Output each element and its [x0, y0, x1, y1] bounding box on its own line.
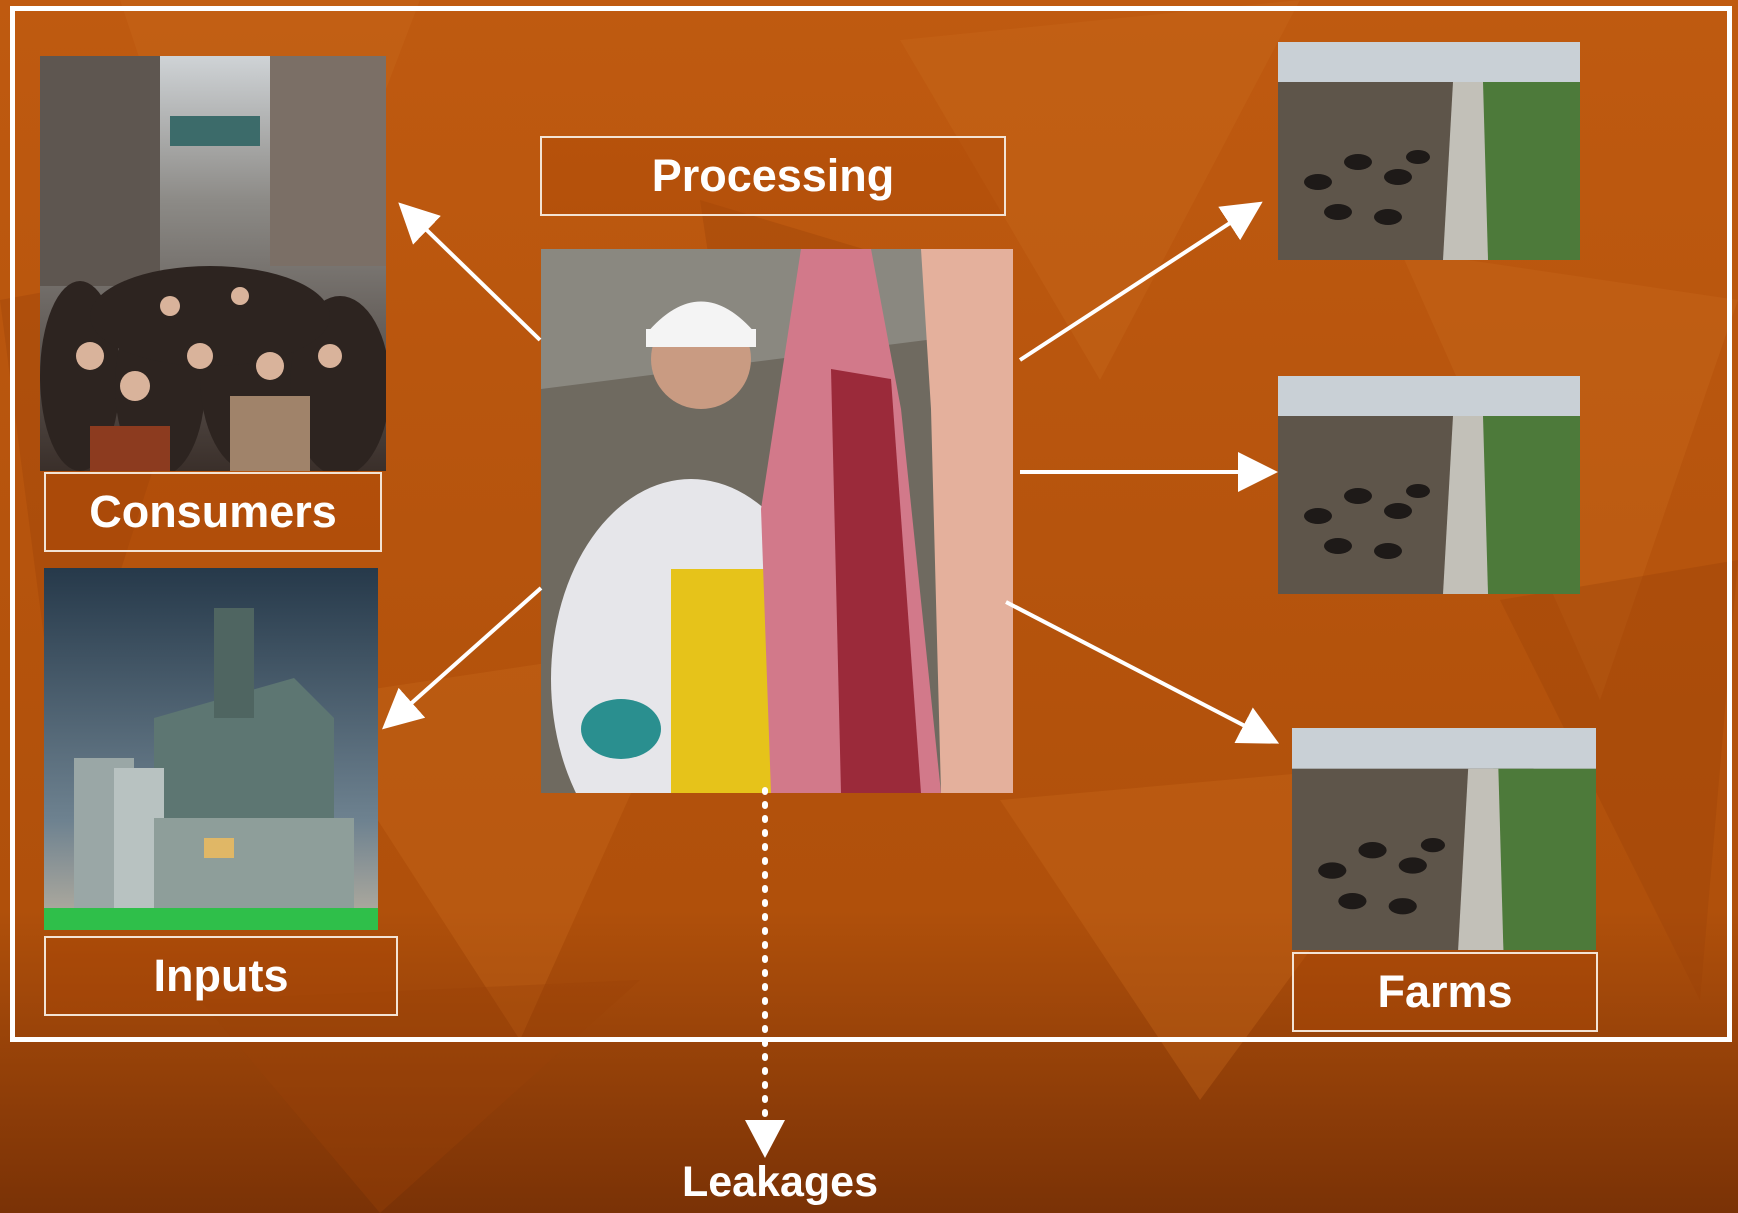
inputs-label: Inputs	[44, 936, 398, 1016]
processing-label: Processing	[540, 136, 1006, 216]
farm-photo-2	[1278, 376, 1580, 594]
farms-label: Farms	[1292, 952, 1598, 1032]
consumers-label: Consumers	[44, 472, 382, 552]
processing-label-text: Processing	[651, 150, 895, 201]
diagram-frame	[10, 6, 1732, 1042]
leakages-label: Leakages	[681, 1158, 879, 1206]
processing-photo	[541, 249, 1013, 793]
farm-photo-1	[1278, 42, 1580, 260]
consumers-label-text: Consumers	[89, 486, 337, 537]
farms-label-text: Farms	[1377, 966, 1513, 1017]
farm-photo-3	[1292, 728, 1596, 950]
inputs-photo	[44, 568, 378, 930]
inputs-label-text: Inputs	[153, 950, 289, 1001]
consumers-photo	[40, 56, 386, 471]
